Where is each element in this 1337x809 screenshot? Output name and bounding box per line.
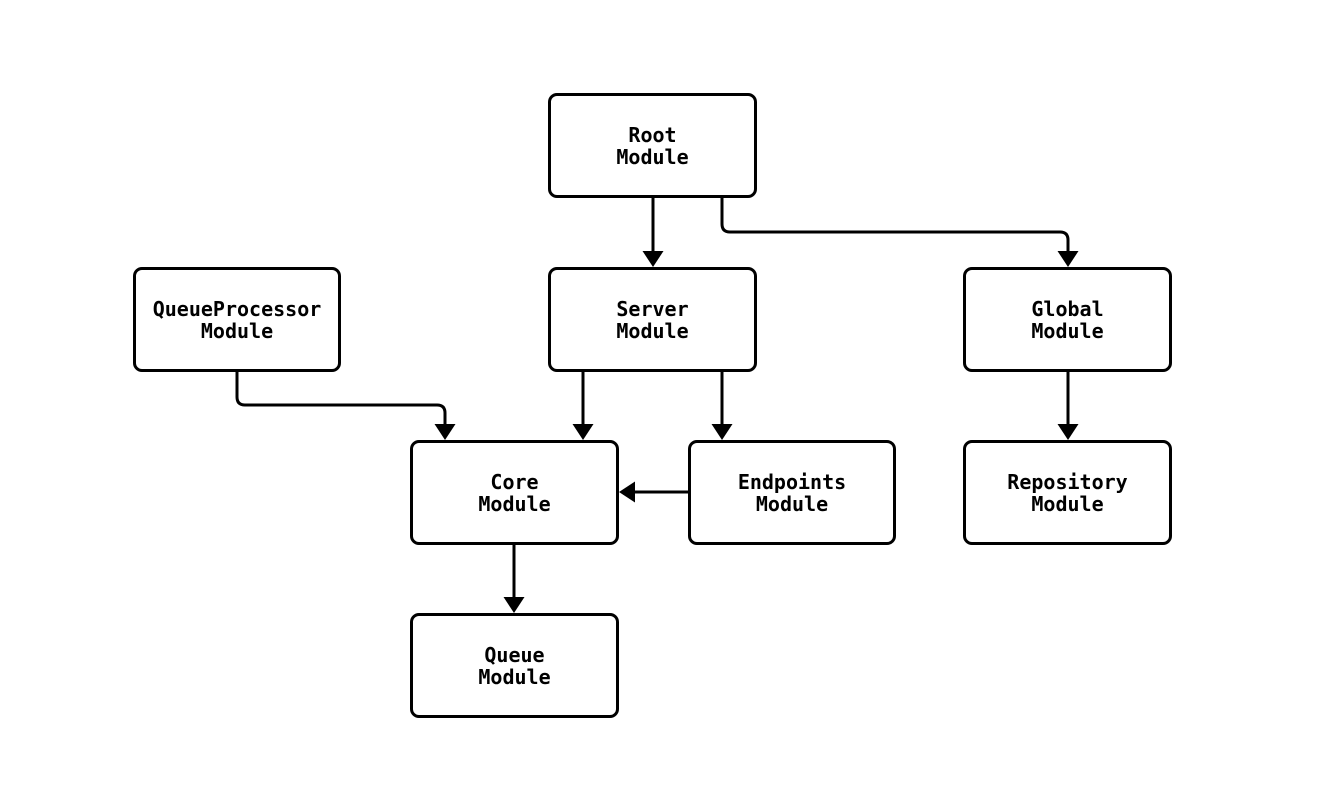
module-node-queue: Queue Module bbox=[410, 613, 619, 718]
module-node-queueprocessor: QueueProcessor Module bbox=[133, 267, 341, 372]
module-node-repository: Repository Module bbox=[963, 440, 1172, 545]
edge-root-global bbox=[720, 198, 1070, 258]
module-node-global: Global Module bbox=[963, 267, 1172, 372]
arrowhead-global-repository bbox=[1057, 424, 1079, 440]
arrowhead-queueprocessor-core bbox=[434, 424, 456, 440]
module-node-label: Global Module bbox=[1031, 296, 1104, 343]
module-node-label: Root Module bbox=[616, 122, 689, 169]
module-node-label: QueueProcessor Module bbox=[152, 296, 322, 343]
module-node-label: Endpoints Module bbox=[737, 469, 847, 516]
module-node-label: Repository Module bbox=[1007, 469, 1128, 516]
module-node-label: Server Module bbox=[616, 296, 689, 343]
edge-queueprocessor-core bbox=[235, 372, 447, 431]
module-node-server: Server Module bbox=[548, 267, 757, 372]
arrowhead-root-global bbox=[1057, 251, 1079, 267]
arrowhead-server-core bbox=[572, 424, 594, 440]
module-node-label: Core Module bbox=[478, 469, 551, 516]
arrowhead-core-queue bbox=[503, 597, 525, 613]
arrowhead-server-endpoints bbox=[711, 424, 733, 440]
module-node-root: Root Module bbox=[548, 93, 757, 198]
module-node-endpoints: Endpoints Module bbox=[688, 440, 896, 545]
arrowhead-endpoints-core bbox=[619, 481, 635, 503]
arrowhead-root-server bbox=[642, 251, 664, 267]
module-node-label: Queue Module bbox=[478, 642, 551, 689]
module-node-core: Core Module bbox=[410, 440, 619, 545]
